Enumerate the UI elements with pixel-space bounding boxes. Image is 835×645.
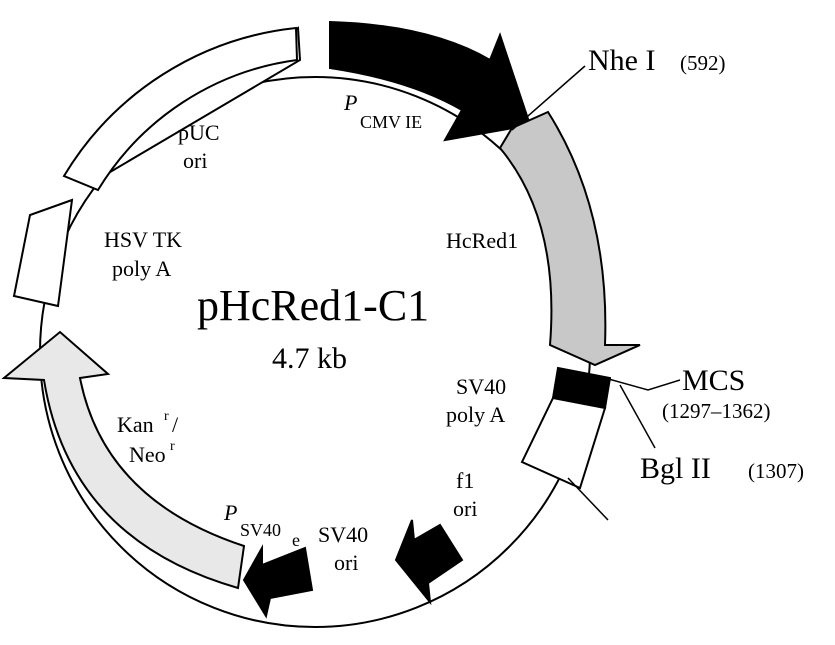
sv40-polya-label-2: poly A (446, 402, 505, 427)
nhe1-site-name: Nhe I (588, 44, 655, 77)
sv40-ori-label-1: SV40 (318, 522, 368, 547)
kan-neo-arrow (1, 330, 246, 590)
bgl2-leader (619, 384, 656, 449)
hcred1-label: HcRed1 (446, 228, 518, 253)
nhe1-leader (511, 65, 586, 131)
kan-label: Kan (117, 412, 154, 437)
puc-ori-segment (62, 26, 299, 192)
psv40e-arrow (242, 544, 314, 619)
neo-sup: r (170, 439, 175, 454)
psv40e-label-sub2: e (292, 530, 300, 550)
hsvtk-label: HSV TK (104, 227, 182, 252)
p-promoter-label: P (409, 535, 423, 560)
pcmv-label-sub: CMV IE (360, 112, 422, 132)
kan-sup: r (164, 409, 169, 424)
sv40-ori-label-2: ori (334, 550, 358, 575)
psv40e-label-p: P (223, 500, 237, 525)
plasmid-size: 4.7 kb (272, 342, 347, 375)
hcred1-arrow (498, 110, 641, 367)
hsv-tk-polya-box (12, 198, 74, 308)
psv40e-label-sub: SV40 (240, 520, 281, 540)
sv40-polya-box (520, 396, 607, 490)
p-sv40-promoter-arrow (394, 519, 464, 606)
bgl2-site-pos: (1307) (748, 459, 804, 483)
pcmv-label-p: P (343, 90, 357, 115)
nhe1-site-pos: (592) (680, 51, 726, 75)
f1-leader (567, 477, 609, 521)
plasmid-name: pHcRed1-C1 (197, 281, 429, 330)
f1-label: f1 (456, 468, 474, 493)
kan-slash: / (172, 412, 179, 437)
sv40-polya-label-1: SV40 (456, 374, 506, 399)
puc-label: pUC (178, 120, 220, 145)
mcs-site-name: MCS (682, 364, 745, 397)
puc-ori-label: ori (183, 148, 207, 173)
f1-ori-label: ori (453, 496, 477, 521)
bgl2-site-name: Bgl II (640, 452, 711, 485)
mcs-leader (604, 377, 681, 391)
mcs-site-pos: (1297–1362) (662, 399, 771, 423)
hsvtk-polya-label: poly A (112, 256, 171, 281)
neo-label: Neo (129, 442, 166, 467)
